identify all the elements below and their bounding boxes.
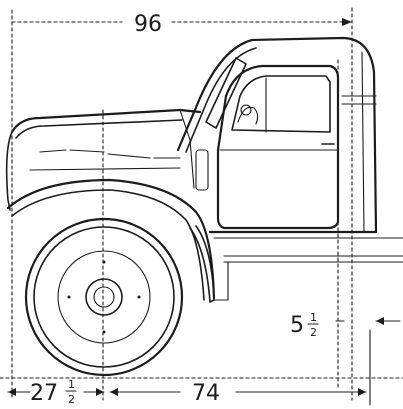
dimension-wheelbase-segment: 74 bbox=[109, 329, 371, 406]
front-overhang-fraction-num: 1 bbox=[68, 378, 75, 391]
wheelbase-segment-label: 74 bbox=[192, 381, 220, 406]
cab-door bbox=[216, 64, 340, 230]
windshield-pillar bbox=[205, 57, 247, 129]
front-overhang-label: 27 bbox=[30, 381, 58, 406]
ground-clearance-fraction-num: 1 bbox=[310, 311, 317, 324]
truck-cab bbox=[176, 36, 403, 263]
front-overhang-fraction-den: 2 bbox=[68, 393, 75, 406]
overall-length-label: 96 bbox=[134, 12, 162, 37]
ground-clearance-label: 5 bbox=[290, 313, 304, 338]
front-wheel bbox=[24, 217, 184, 377]
dimension-front-overhang: 27 1 2 bbox=[7, 109, 105, 406]
front-fender bbox=[6, 178, 229, 303]
hood bbox=[5, 108, 209, 211]
dimension-ground-clearance: 5 1 2 bbox=[290, 59, 401, 391]
ground-clearance-fraction-den: 2 bbox=[310, 326, 317, 339]
